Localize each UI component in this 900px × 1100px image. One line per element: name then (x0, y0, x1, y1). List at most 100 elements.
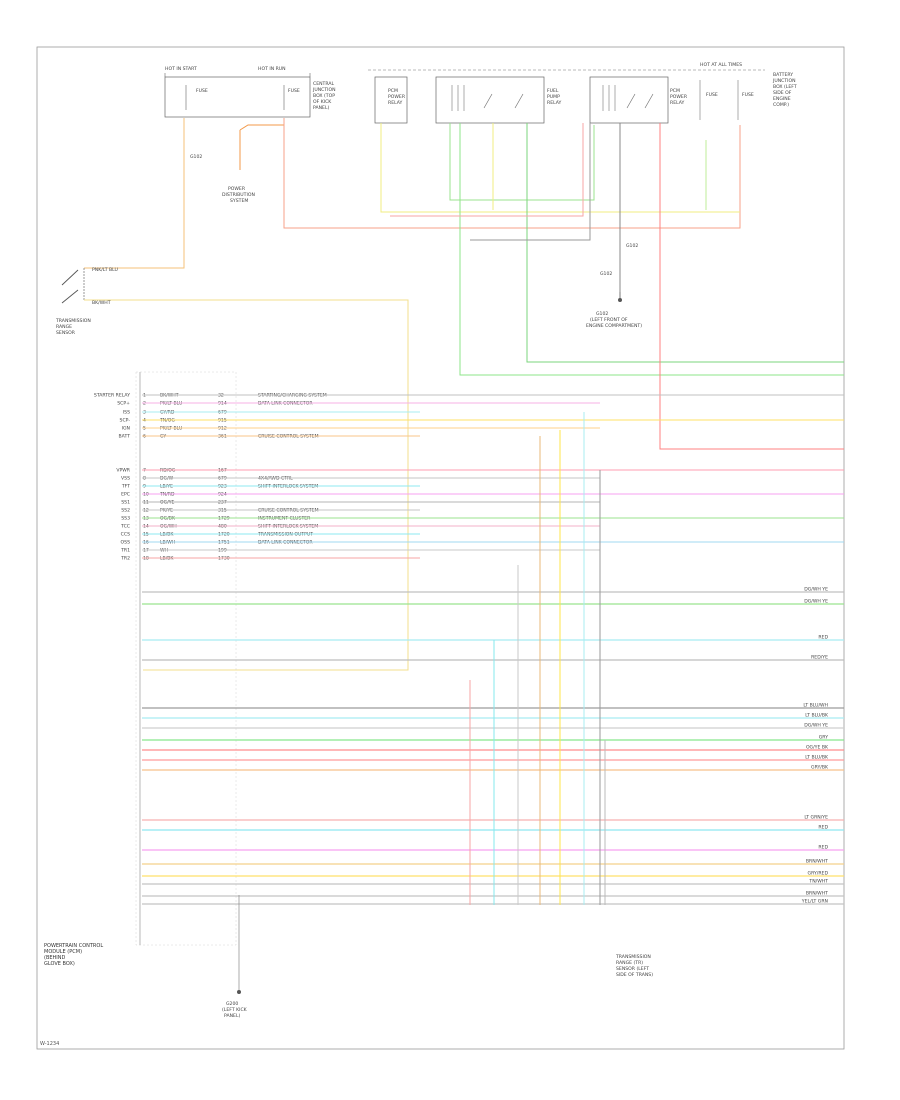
pcm-pin-label: BATT (119, 434, 131, 440)
ground-bottom-1: G200 (226, 1001, 238, 1007)
right-wire-label: GRY (819, 735, 828, 741)
pcm-pin-label: IGN (122, 426, 130, 432)
power-dist-3: SYSTEM (230, 198, 248, 204)
bjb-desc-4: SIDE OF (773, 90, 792, 96)
pcm-title-3: (BEHIND (44, 955, 66, 961)
bottom-conn-4: SIDE OF TRANS) (616, 972, 653, 978)
fp-relay-label-3: RELAY (547, 100, 562, 106)
pcm-pin-label: SCP+ (117, 401, 130, 407)
relay3-label-1: PCM (670, 88, 680, 94)
switch-title-3: SENSOR (56, 330, 76, 336)
pcm-connector (135, 371, 237, 946)
pcm-relay-label-2: POWER (388, 94, 406, 100)
right-wire-label: BRN/WHT (806, 859, 828, 865)
cjb-label-run: HOT IN RUN (258, 66, 286, 72)
pcm-pin-label: TCC (120, 524, 130, 530)
cjb-desc-5: PANEL) (313, 105, 330, 111)
switch-title-2: RANGE (56, 324, 72, 330)
page-id: W-1234 (40, 1041, 60, 1047)
bottom-conn-3: SENSOR (LEFT (616, 966, 649, 972)
right-wire-label: YEL/LT GRN (801, 899, 828, 905)
pcm-pin-label: OSS (121, 540, 131, 546)
pcm-pin-label: SS2 (121, 508, 130, 514)
power-dist-2: DISTRIBUTION (222, 192, 255, 198)
pcm-pin-label: TR2 (120, 556, 130, 562)
switch-title-1: TRANSMISSION (55, 318, 91, 324)
bjb-fuse-1: FUSE (706, 92, 718, 98)
pcm-pin-label: TR1 (120, 548, 130, 554)
fp-relay-label-1: FUEL (547, 88, 559, 94)
pcm-pin-label: ISS (123, 410, 130, 416)
right-wire-label: DG/WH YE (804, 599, 828, 605)
central-junction-box: HOT IN START HOT IN RUN FUSE FUSE CENTRA… (164, 66, 336, 118)
cjb-desc-4: OF KICK (313, 99, 332, 105)
ground-desc-1: G102 (596, 311, 608, 317)
bottom-drop-wires (469, 412, 606, 905)
bjb-title: HOT AT ALL TIMES (700, 62, 742, 68)
cjb-wire-circuit: G102 (190, 154, 202, 160)
cjb-desc-3: BOX (TOP (313, 93, 335, 99)
cjb-fuse-label: FUSE (196, 88, 208, 94)
right-wire-label: LT BLU/WH (803, 703, 828, 709)
power-dist-1: POWER (228, 186, 246, 192)
ground-circuit-label-2: G102 (600, 271, 612, 277)
ground-symbol-bottom: G200 (LEFT KICK PANEL) (222, 895, 248, 1019)
switch-wire-2: BK/WHT (92, 300, 111, 306)
bjb-desc-5: ENGINE (773, 96, 791, 102)
cjb-fuse-label-2: FUSE (288, 88, 300, 94)
right-wire-label: RED/YE (811, 655, 828, 661)
right-wire-label: DG/WH YE (804, 587, 828, 593)
bottom-conn-1: TRANSMISSION (615, 954, 651, 960)
battery-junction-box: HOT AT ALL TIMES PCM POWER RELAY FUEL PU… (368, 62, 797, 124)
relay3-label-2: POWER (670, 94, 688, 100)
switch-wire-1: PNK/LT BLU (92, 267, 118, 273)
right-wire-label: LT GRN/YE (804, 815, 828, 821)
right-wire-label: OG/YE BK (806, 745, 829, 751)
bjb-desc-6: COMP.) (773, 102, 789, 108)
right-wire-label: LT BLU/BK (805, 755, 829, 761)
right-wire-label: RED (818, 845, 828, 851)
pcm-pin-label: VSS (121, 476, 130, 482)
bjb-desc-3: BOX (LEFT (773, 84, 797, 90)
pcm-harness-wires: DG/WH YE DG/WH YE RED RED/YE LT BLU/WH LT BLU… (142, 394, 844, 905)
pcm-title-4: GLOVE BOX) (44, 961, 75, 967)
bottom-conn-2: RANGE (TR) (616, 960, 643, 966)
transmission-range-switch: PNK/LT BLU BK/WHT TRANSMISSION RANGE SEN… (55, 267, 118, 336)
cjb-desc-1: CENTRAL (313, 81, 335, 87)
pcm-pin-label: EPC (121, 492, 130, 498)
right-wire-label: TN/WHT (808, 879, 828, 885)
ground-circuit-label: G102 (626, 243, 638, 249)
right-wire-label: BRN/WHT (806, 891, 828, 897)
pcm-pin-label: SCP- (120, 418, 131, 424)
ground-desc-2: (LEFT FRONT OF (590, 317, 628, 323)
pcm-pin-label: TFT (121, 484, 130, 490)
cjb-label-start: HOT IN START (165, 66, 197, 72)
pcm-title-1: POWERTRAIN CONTROL (44, 943, 103, 949)
top-wires (84, 118, 844, 450)
right-wire-label: RED (818, 825, 828, 831)
ground-bottom-2: (LEFT KICK (222, 1007, 248, 1013)
bjb-desc-2: JUNCTION (772, 78, 796, 84)
ground-bottom-3: PANEL) (224, 1013, 241, 1019)
cjb-desc-2: JUNCTION (312, 87, 336, 93)
ground-symbol-top: G102 (LEFT FRONT OF ENGINE COMPARTMENT) (586, 292, 642, 329)
pcm-pin-label: VPWR (116, 468, 130, 474)
right-wire-label: DG/WH YE (804, 723, 828, 729)
pcm-relay-label-1: PCM (388, 88, 398, 94)
pcm-pin-label: SS1 (121, 500, 130, 506)
fp-relay-label-2: PUMP (547, 94, 560, 100)
right-wire-label: GRY/RED (808, 871, 829, 877)
ground-desc-3: ENGINE COMPARTMENT) (586, 323, 642, 329)
pcm-pin-label: STARTER RELAY (94, 393, 130, 399)
relay3-label-3: RELAY (670, 100, 685, 106)
diagram-frame (36, 46, 845, 1050)
bjb-desc-1: BATTERY (773, 72, 793, 78)
right-wire-label: LT BLU/BK (805, 713, 829, 719)
bjb-fuse-2: FUSE (742, 92, 754, 98)
pcm-relay-label-3: RELAY (388, 100, 403, 106)
switch-wire-trace (84, 299, 409, 671)
pcm-title-2: MODULE (PCM) (44, 949, 82, 955)
right-wire-label: RED (818, 635, 828, 641)
pcm-pin-label: SS3 (121, 516, 130, 522)
